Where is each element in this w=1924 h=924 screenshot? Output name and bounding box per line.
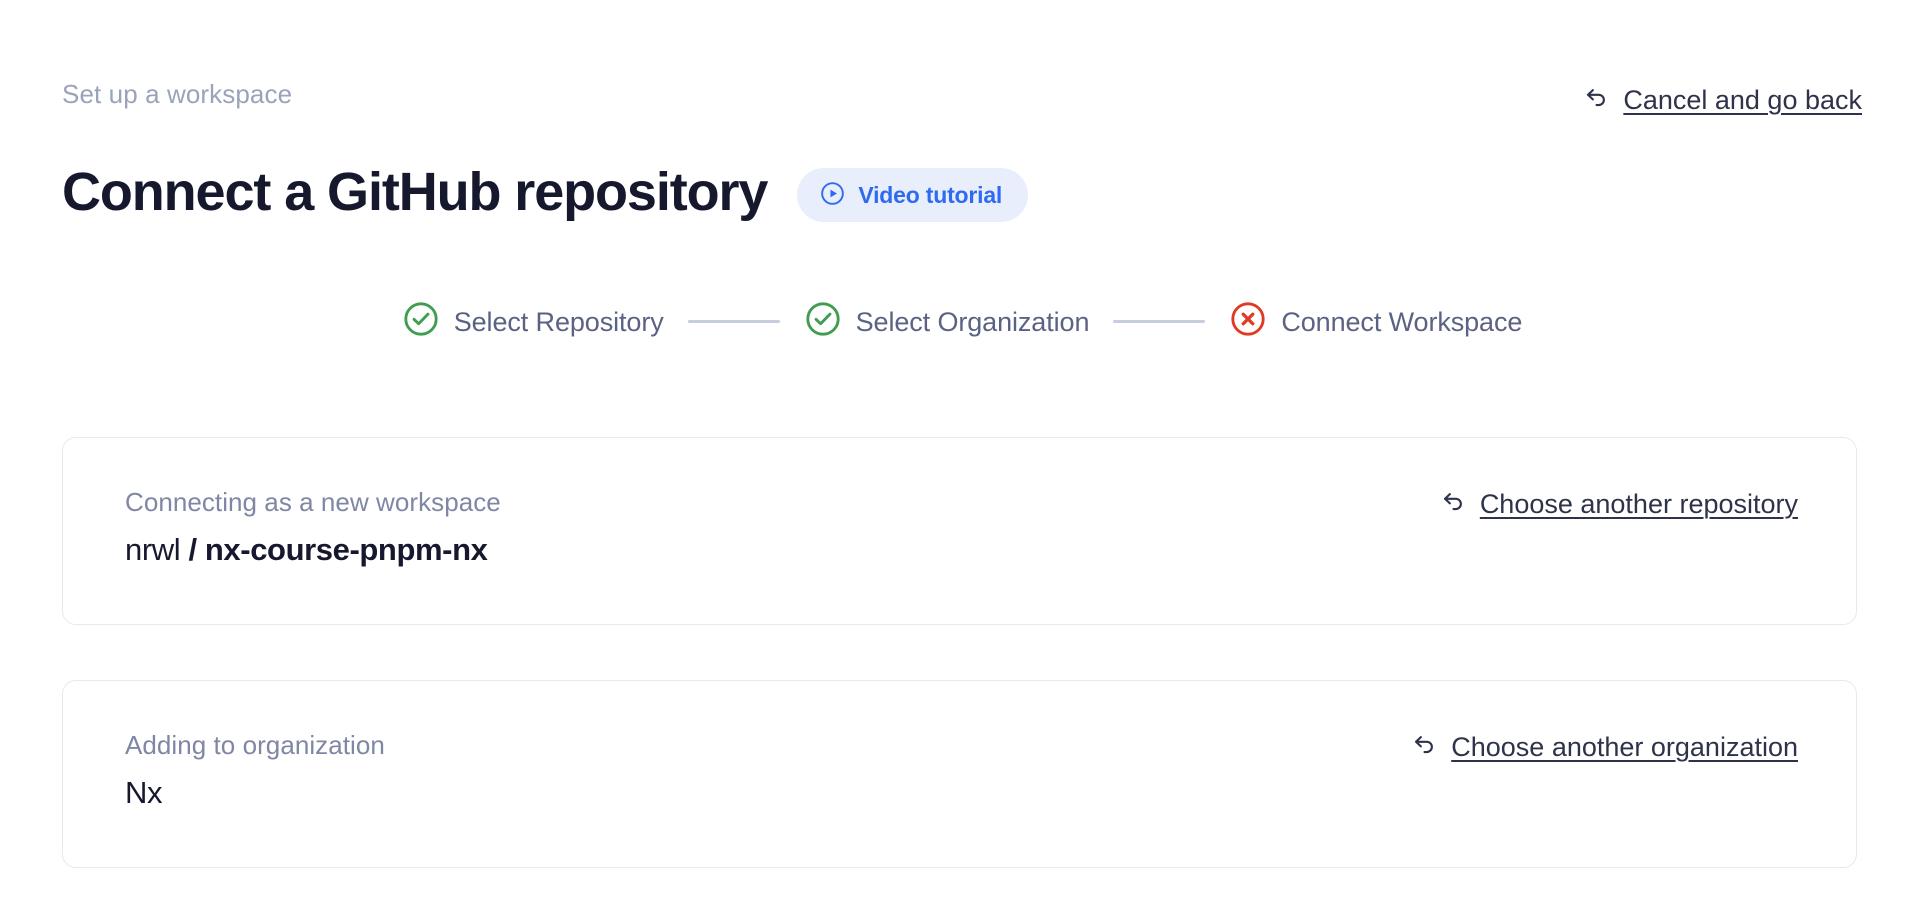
choose-another-organization-label: Choose another organization — [1451, 731, 1798, 762]
stepper-connector-1 — [687, 320, 780, 323]
stepper-step-select-repository[interactable]: Select Repository — [402, 300, 664, 343]
stepper-step-connect-workspace[interactable]: Connect Workspace — [1229, 300, 1522, 343]
organization-card-inner: Adding to organization Nx Choose another… — [63, 681, 1856, 867]
check-circle-icon — [804, 300, 842, 343]
repository-card-kicker: Connecting as a new workspace — [125, 487, 501, 517]
repository-card-value: nrwl / nx-course-pnpm-nx — [125, 531, 1796, 569]
video-tutorial-button[interactable]: Video tutorial — [797, 168, 1029, 223]
choose-another-repository-link[interactable]: Choose another repository — [1438, 486, 1798, 521]
back-arrow-icon — [1409, 729, 1439, 764]
stepper-label-select-repository: Select Repository — [453, 306, 664, 337]
progress-stepper: Select Repository Select Organization Co… — [0, 300, 1924, 343]
cancel-and-go-back-link[interactable]: Cancel and go back — [1581, 82, 1862, 117]
back-arrow-icon — [1581, 82, 1611, 117]
cancel-and-go-back-label: Cancel and go back — [1623, 84, 1862, 115]
stepper-connector-2 — [1113, 320, 1206, 323]
video-tutorial-label: Video tutorial — [858, 181, 1003, 208]
repository-card: Connecting as a new workspace nrwl / nx-… — [62, 437, 1857, 625]
page-header: Set up a workspace Connect a GitHub repo… — [62, 78, 1862, 260]
choose-another-repository-label: Choose another repository — [1479, 488, 1798, 519]
stepper-step-select-organization[interactable]: Select Organization — [804, 300, 1090, 343]
play-circle-icon — [819, 180, 846, 210]
organization-card: Adding to organization Nx Choose another… — [62, 680, 1857, 868]
back-arrow-icon — [1438, 486, 1468, 521]
x-circle-icon — [1229, 300, 1267, 343]
repository-card-inner: Connecting as a new workspace nrwl / nx-… — [63, 438, 1856, 624]
repository-owner: nrwl — [125, 532, 181, 567]
stepper-label-connect-workspace: Connect Workspace — [1281, 306, 1523, 337]
organization-card-kicker: Adding to organization — [125, 730, 385, 760]
breadcrumb-eyebrow: Set up a workspace — [62, 79, 293, 109]
repository-separator: / — [180, 532, 205, 567]
title-row: Connect a GitHub repository Video tutori… — [62, 124, 1862, 260]
organization-card-value: Nx — [125, 775, 163, 810]
choose-another-organization-link[interactable]: Choose another organization — [1409, 729, 1798, 764]
page-title: Connect a GitHub repository — [62, 162, 768, 223]
repository-name: nx-course-pnpm-nx — [204, 532, 488, 567]
check-circle-icon — [402, 300, 440, 343]
stepper-label-select-organization: Select Organization — [855, 306, 1090, 337]
